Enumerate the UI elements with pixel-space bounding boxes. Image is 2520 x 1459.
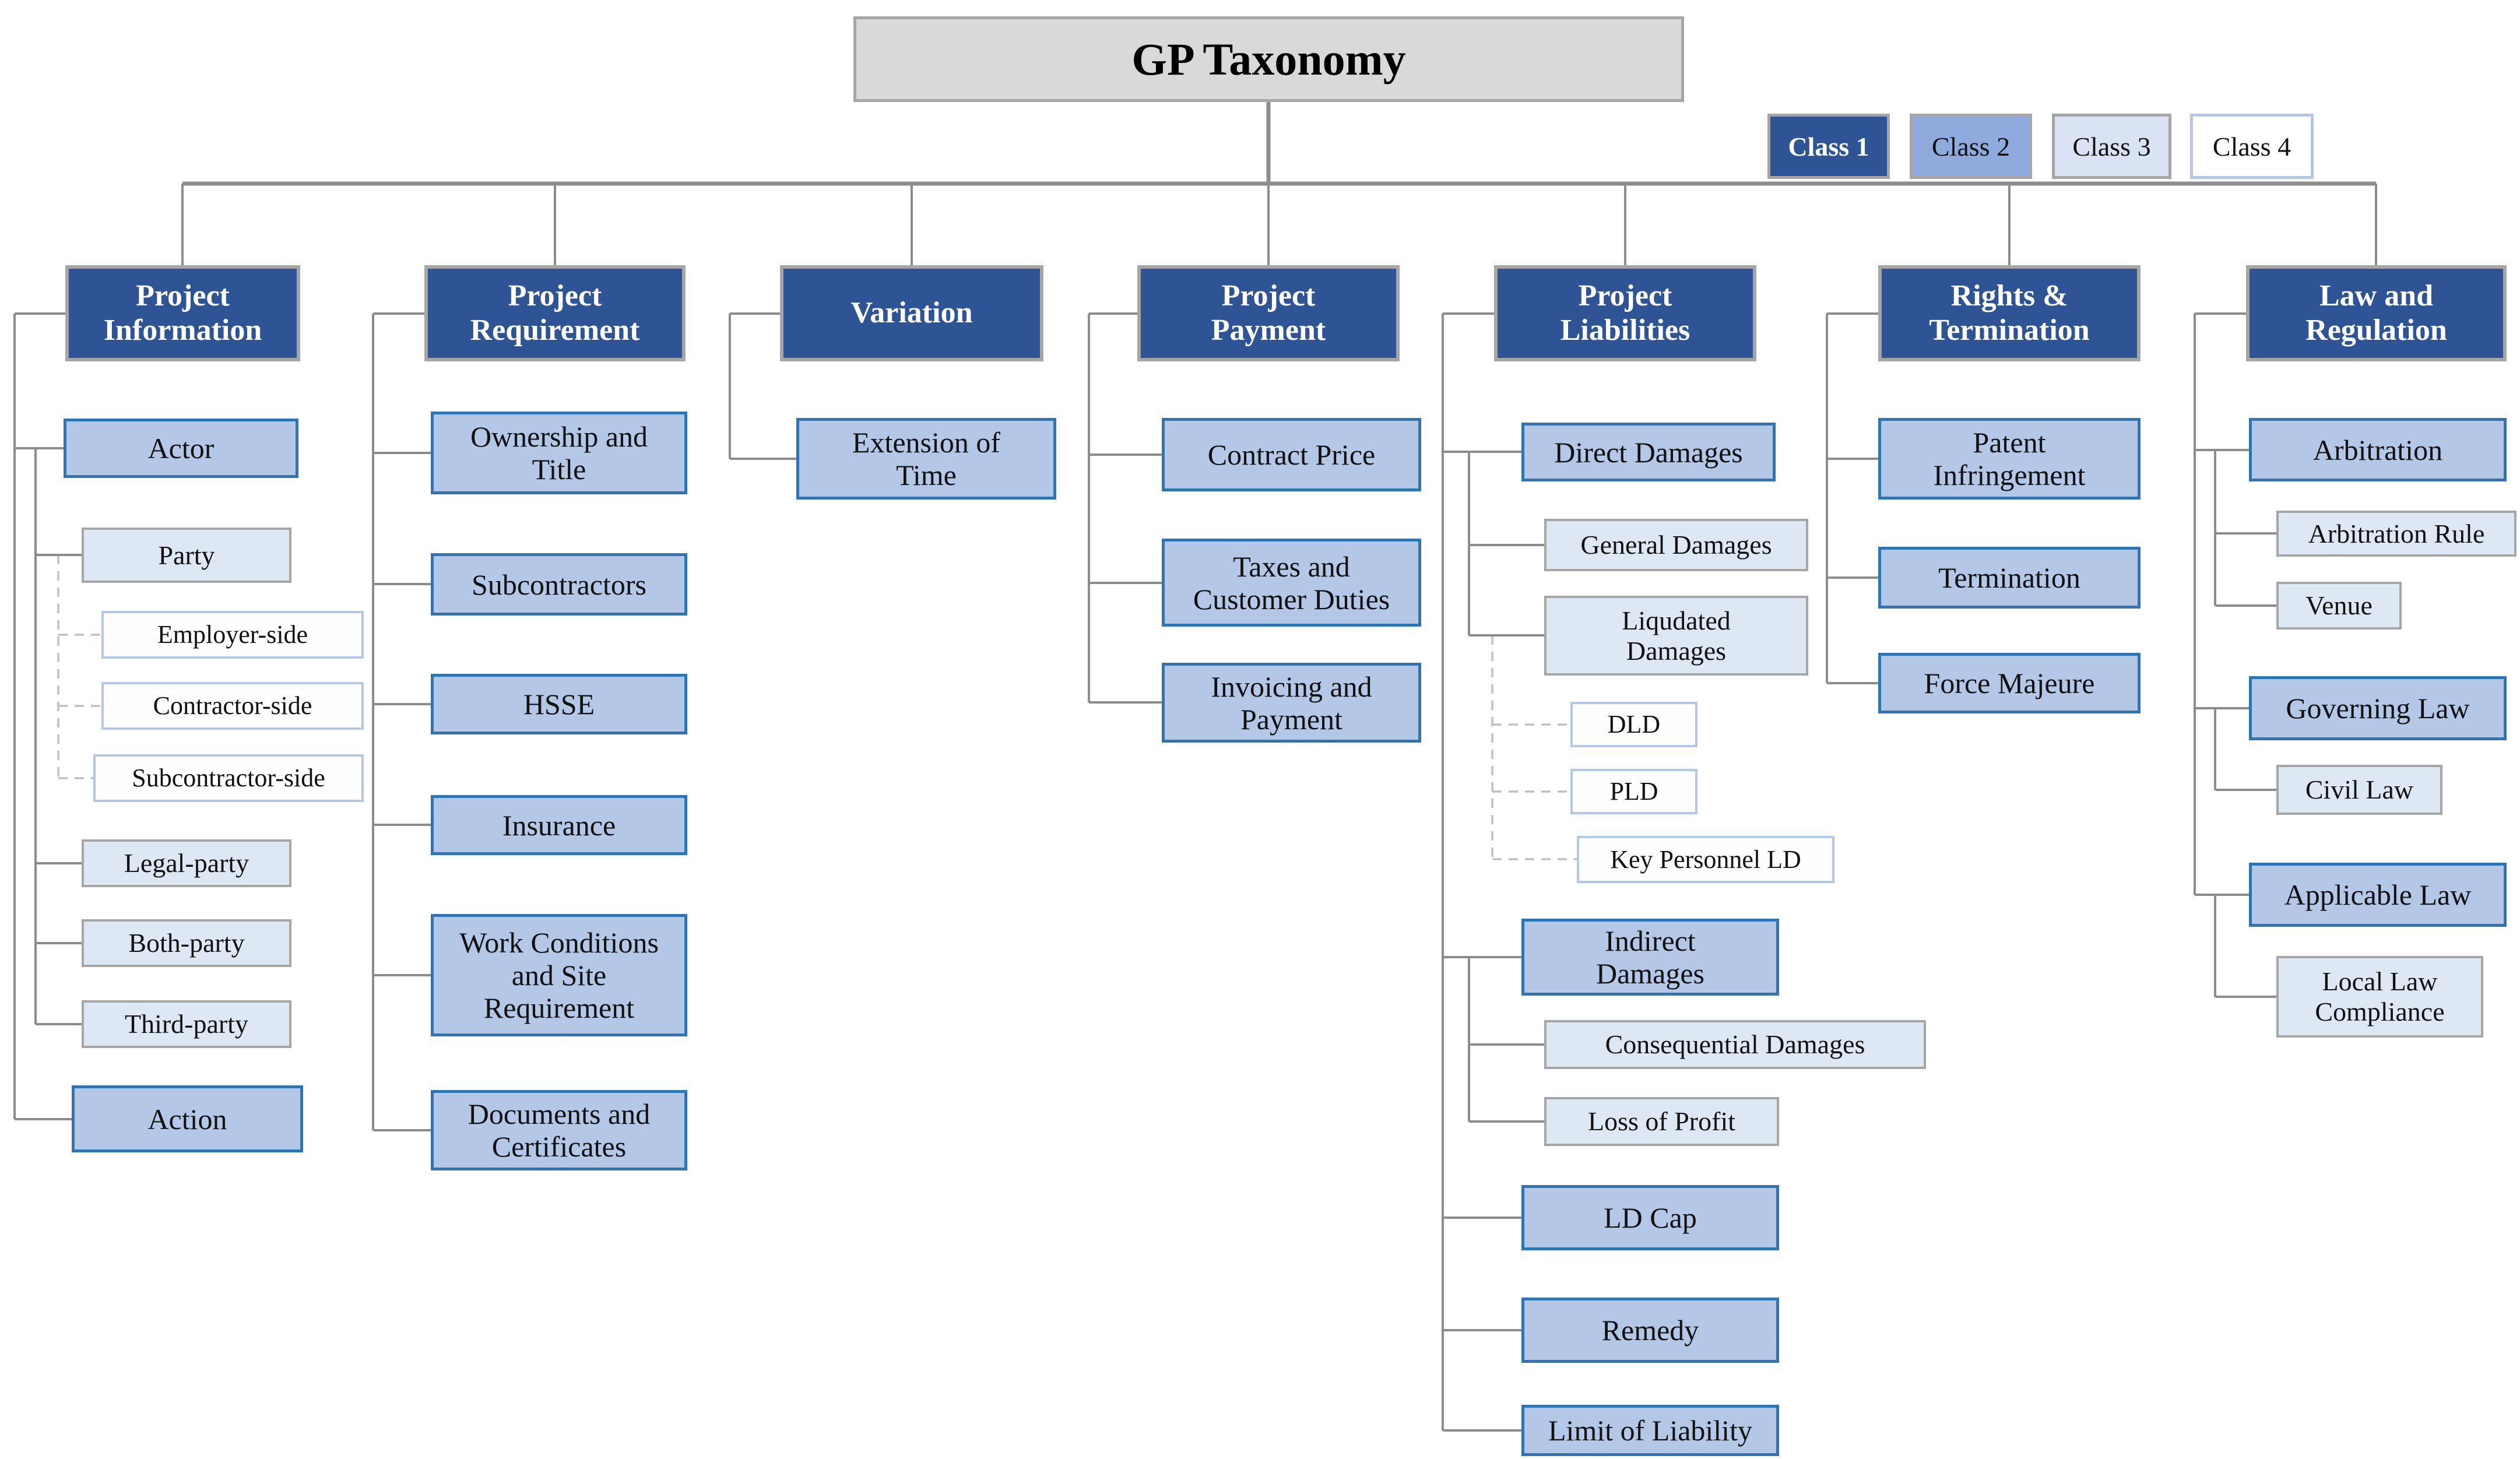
arbitration-node: Arbitration xyxy=(2249,418,2507,481)
governing-law-node: Governing Law xyxy=(2249,676,2507,740)
general-damages-node: General Damages xyxy=(1544,519,1808,571)
action-node: Action xyxy=(72,1085,303,1152)
force-majeure-node: Force Majeure xyxy=(1878,653,2141,713)
taxes-and-customer-duties-node: Taxes and Customer Duties xyxy=(1162,539,1421,627)
diagram-title: GP Taxonomy xyxy=(853,16,1684,102)
rights-and-termination-node: Rights & Termination xyxy=(1878,265,2141,361)
ld-cap-node: LD Cap xyxy=(1521,1185,1779,1250)
civil-law-node: Civil Law xyxy=(2276,765,2442,815)
employer-side-node: Employer-side xyxy=(101,611,364,659)
indirect-damages-node: Indirect Damages xyxy=(1521,919,1779,996)
actor-node: Actor xyxy=(64,419,298,478)
legend-class-1: Class 1 xyxy=(1767,114,1890,179)
venue-node: Venue xyxy=(2276,582,2402,630)
party-node: Party xyxy=(82,528,291,583)
dld-node: DLD xyxy=(1570,702,1697,747)
key-personnel-ld-node: Key Personnel LD xyxy=(1577,836,1834,883)
legal-party-node: Legal-party xyxy=(82,839,291,887)
work-conditions-site-requirement-node: Work Conditions and Site Requirement xyxy=(431,914,687,1036)
patent-infringement-node: Patent Infringement xyxy=(1878,418,2141,500)
insurance-node: Insurance xyxy=(431,795,687,855)
termination-node: Termination xyxy=(1878,547,2141,609)
third-party-node: Third-party xyxy=(82,1000,291,1048)
applicable-law-node: Applicable Law xyxy=(2249,863,2507,927)
contractor-side-node: Contractor-side xyxy=(101,682,364,730)
legend-class-2: Class 2 xyxy=(1910,114,2032,179)
extension-of-time-node: Extension of Time xyxy=(796,418,1056,500)
limit-of-liability-node: Limit of Liability xyxy=(1521,1405,1779,1456)
remedy-node: Remedy xyxy=(1521,1298,1779,1363)
local-law-compliance-node: Local Law Compliance xyxy=(2276,956,2483,1038)
law-and-regulation-node: Law and Regulation xyxy=(2246,265,2507,361)
direct-damages-node: Direct Damages xyxy=(1521,423,1776,481)
pld-node: PLD xyxy=(1570,769,1697,814)
project-information-node: Project Information xyxy=(65,265,300,361)
documents-and-certificates-node: Documents and Certificates xyxy=(431,1090,687,1170)
invoicing-and-payment-node: Invoicing and Payment xyxy=(1162,663,1421,743)
ownership-and-title-node: Ownership and Title xyxy=(431,412,687,494)
liqudated-damages-node: Liqudated Damages xyxy=(1544,596,1808,676)
subcontractor-side-node: Subcontractor-side xyxy=(93,754,364,802)
legend-class-4: Class 4 xyxy=(2190,114,2314,179)
arbitration-rule-node: Arbitration Rule xyxy=(2276,511,2517,557)
project-payment-node: Project Payment xyxy=(1137,265,1400,361)
subcontractors-node: Subcontractors xyxy=(431,553,687,616)
project-liabilities-node: Project Liabilities xyxy=(1494,265,1756,361)
legend-class-3: Class 3 xyxy=(2052,114,2171,179)
loss-of-profit-node: Loss of Profit xyxy=(1544,1097,1779,1146)
project-requirement-node: Project Requirement xyxy=(424,265,686,361)
both-party-node: Both-party xyxy=(82,919,291,967)
variation-node: Variation xyxy=(780,265,1043,361)
hsse-node: HSSE xyxy=(431,674,687,734)
consequential-damages-node: Consequential Damages xyxy=(1544,1020,1926,1069)
contract-price-node: Contract Price xyxy=(1162,418,1421,491)
